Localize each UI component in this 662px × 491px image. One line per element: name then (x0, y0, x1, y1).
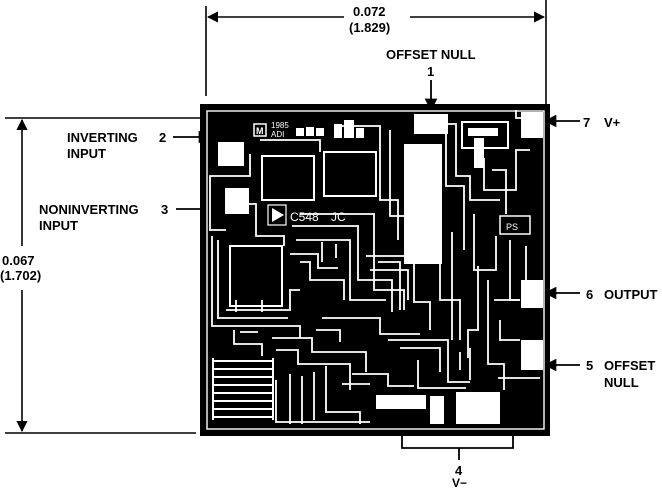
pin-5-number: 5 (586, 358, 594, 373)
pad-3-noninverting-input (225, 188, 249, 214)
resistor-array (212, 358, 274, 420)
pin-3-name-line1: NONINVERTING (39, 202, 139, 217)
pin-4-number: 4 (455, 463, 463, 478)
pin-2-name-line2: INPUT (67, 146, 106, 161)
pad-1-offset-null (414, 114, 448, 134)
pad-4-v-minus (456, 392, 500, 424)
play-triangle-icon (272, 208, 284, 222)
die-part-code: C548 (290, 210, 319, 224)
pin-1-number: 1 (427, 64, 435, 79)
pin-5-name-line2: NULL (604, 375, 639, 390)
pin-5-name-line1: OFFSET (604, 358, 656, 373)
die-body (200, 104, 550, 436)
die-jc-mark: JC (331, 210, 346, 224)
pin-1-name: OFFSET NULL (386, 47, 476, 62)
pad-7-v-plus (521, 112, 543, 138)
height-dimension-mm: (1.702) (0, 268, 42, 283)
width-dimension-inches: 0.072 (353, 4, 386, 19)
pad-6-output (521, 280, 543, 308)
pin-7-name: V+ (604, 115, 621, 130)
die-year: 1985 (271, 121, 289, 130)
pin-2-number: 2 (159, 130, 167, 145)
pad-2-inverting-input (218, 142, 244, 166)
width-dimension-mm: (1.829) (349, 20, 391, 35)
die-logo-letter: M (256, 126, 264, 136)
width-dimension (205, 0, 547, 104)
pin-3-name-line2: INPUT (39, 218, 78, 233)
pad-5-offset-null (521, 340, 543, 370)
die-maker: ADI (271, 130, 284, 139)
pin-6-number: 6 (586, 287, 594, 302)
height-dimension (5, 117, 200, 434)
die-logo-block (253, 120, 364, 226)
die-corner-mark: PS (506, 222, 518, 232)
pin-3-number: 3 (161, 202, 169, 217)
pin-2-name-line1: INVERTING (67, 130, 138, 145)
pin-7-number: 7 (583, 115, 591, 130)
height-dimension-inches: 0.067 (2, 253, 35, 268)
pin-6-name: OUTPUT (604, 287, 658, 302)
